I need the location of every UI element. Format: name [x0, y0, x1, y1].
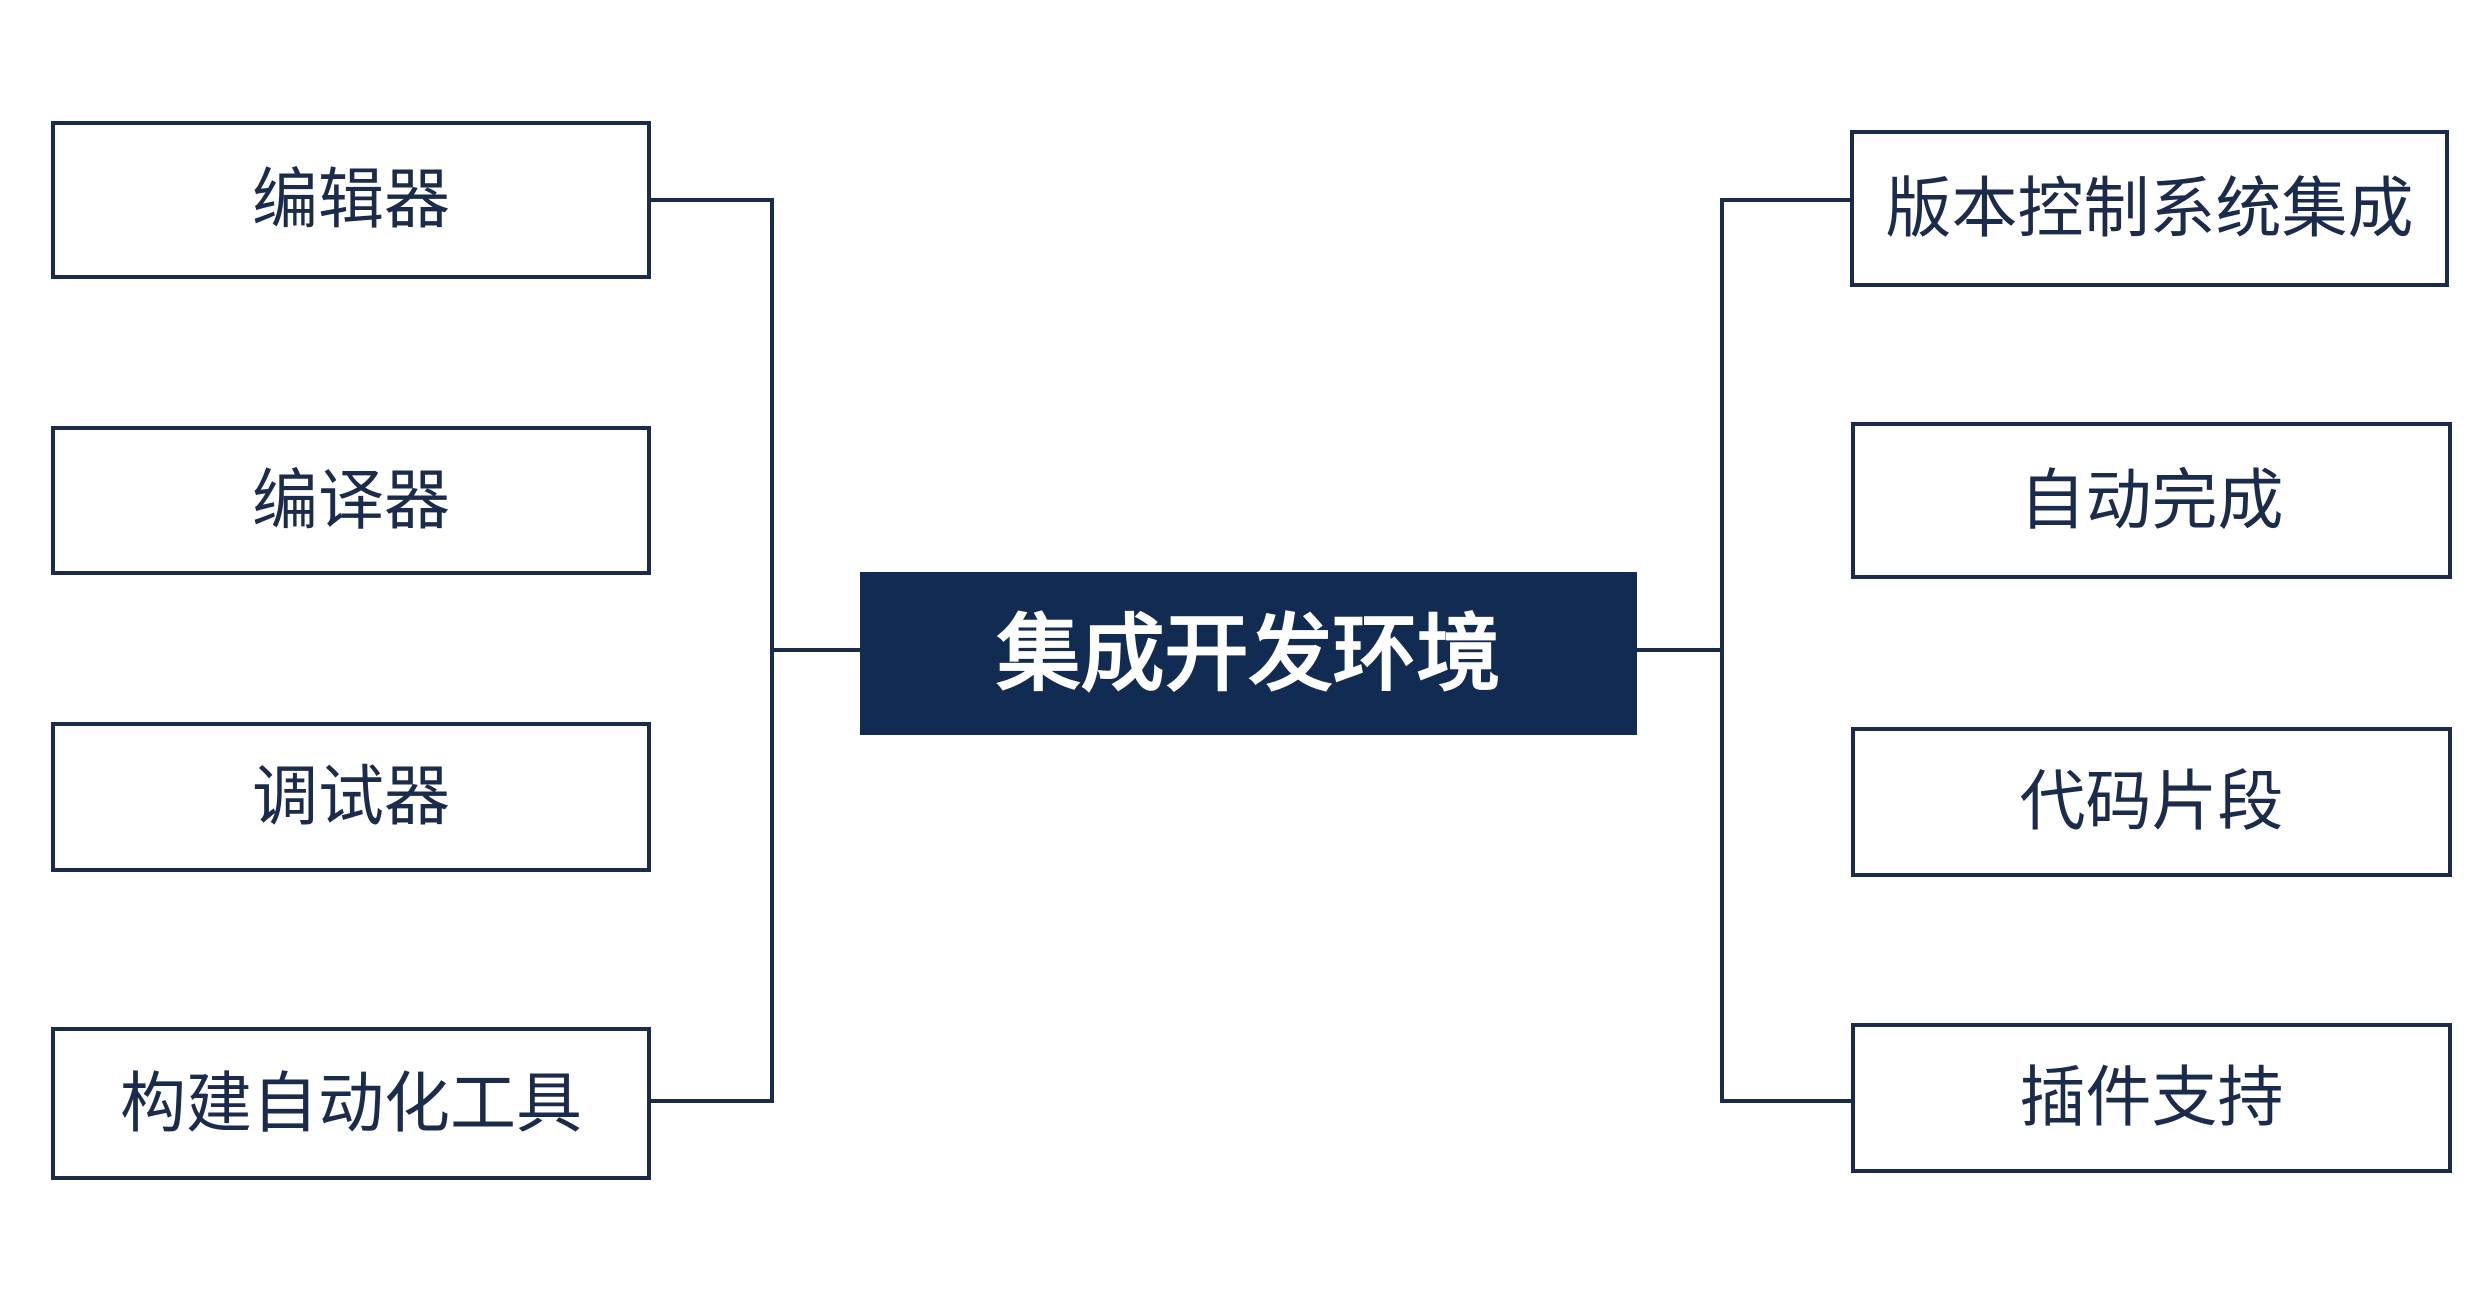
left-node-compiler: 编译器: [51, 426, 651, 575]
left-node-debugger-label: 调试器: [252, 758, 450, 835]
left-node-compiler-label: 编译器: [252, 461, 450, 539]
left-node-debugger: 调试器: [51, 722, 651, 872]
center-node: 集成开发环境: [860, 572, 1637, 735]
left-node-build-automation: 构建自动化工具: [51, 1027, 651, 1180]
center-node-label: 集成开发环境: [996, 604, 1501, 703]
right-node-autocomplete: 自动完成: [1851, 422, 2452, 579]
left-node-editor-label: 编辑器: [252, 161, 450, 238]
right-node-plugin-support-label: 插件支持: [2019, 1059, 2284, 1136]
right-node-plugin-support: 插件支持: [1851, 1023, 2452, 1173]
right-node-code-snippets: 代码片段: [1851, 727, 2452, 877]
right-node-vcs-integration: 版本控制系统集成: [1850, 130, 2449, 287]
left-node-build-automation-label: 构建自动化工具: [120, 1064, 582, 1142]
left-node-editor: 编辑器: [51, 121, 651, 279]
right-node-code-snippets-label: 代码片段: [2019, 763, 2284, 840]
right-node-autocomplete-label: 自动完成: [2019, 461, 2284, 539]
right-node-vcs-integration-label: 版本控制系统集成: [1885, 169, 2414, 247]
